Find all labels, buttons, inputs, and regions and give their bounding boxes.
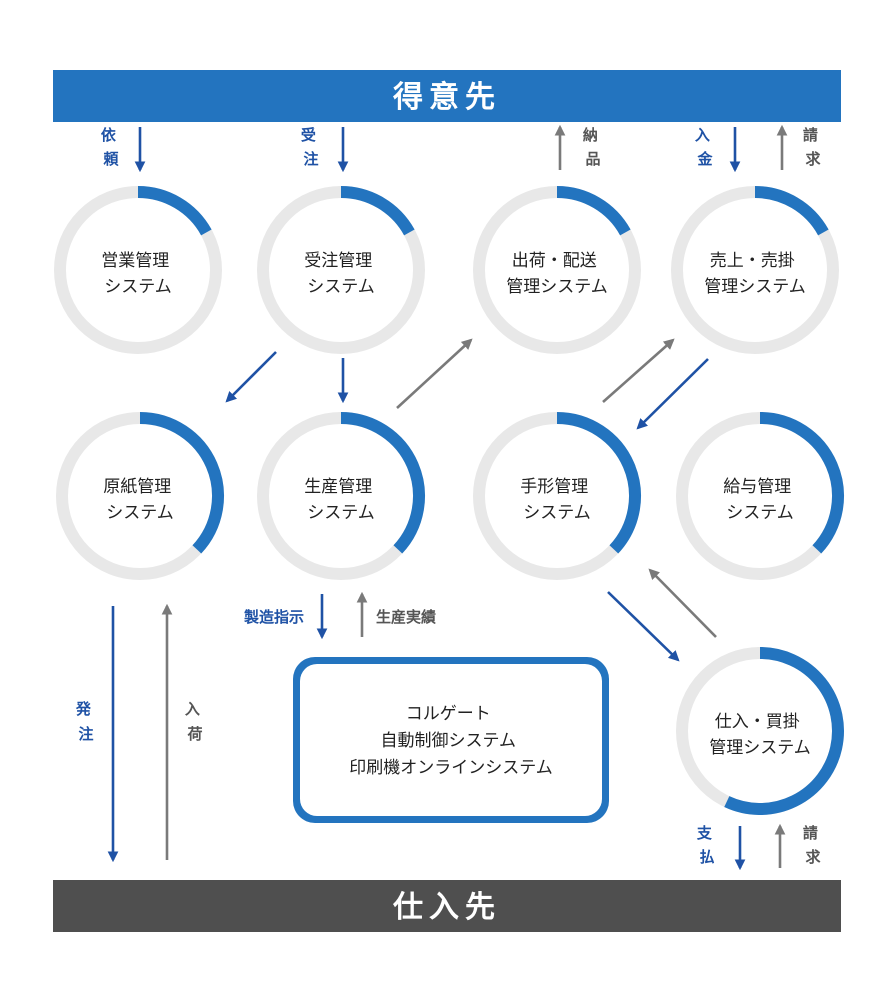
svg-text:給与管理 システム: 給与管理 システム bbox=[723, 477, 796, 523]
svg-text:支 払: 支 払 bbox=[696, 824, 717, 866]
svg-text:請 求: 請 求 bbox=[803, 824, 823, 866]
label-production-results: 生産実績 bbox=[376, 608, 436, 626]
label-manufacturing-instruction: 製造指示 bbox=[243, 608, 304, 626]
progress-arc bbox=[139, 412, 224, 554]
label-invoice-top-char2: 求 bbox=[805, 150, 821, 168]
progress-arc bbox=[759, 412, 844, 554]
progress-arc bbox=[137, 186, 212, 236]
center-box-line2: 自動制御システム bbox=[381, 731, 517, 751]
node-shipping-line2: 管理システム bbox=[506, 277, 608, 297]
label-order-char1: 受 bbox=[301, 126, 316, 144]
svg-text:生産管理 システム: 生産管理 システム bbox=[304, 477, 377, 523]
node-payroll-line1: 給与管理 bbox=[723, 477, 791, 497]
node-shipping-line1: 出荷・配送 bbox=[512, 251, 597, 271]
arrow-purchase-to-bills bbox=[648, 568, 717, 638]
node-purchase-line1: 仕入・買掛 bbox=[715, 712, 800, 732]
node-purchase-management: 仕入・買掛 管理システム bbox=[676, 647, 844, 815]
arrow-production-to-shipping bbox=[396, 338, 473, 409]
svg-text:請 求: 請 求 bbox=[803, 126, 823, 168]
svg-text:手形管理 システム: 手形管理 システム bbox=[520, 477, 593, 523]
node-order-management: 受注管理 システム bbox=[257, 186, 425, 354]
node-sales-ledger-line1: 売上・売掛 bbox=[710, 251, 795, 271]
progress-arc bbox=[340, 186, 415, 236]
label-purchase-order-char1: 発 bbox=[75, 700, 92, 718]
node-sales-management: 営業管理 システム bbox=[54, 186, 222, 354]
label-delivery-char1: 納 bbox=[583, 126, 598, 144]
node-payroll-line2: システム bbox=[726, 503, 794, 523]
label-payment-out-char1: 支 bbox=[696, 824, 713, 842]
arrow-order-to-paper bbox=[225, 351, 277, 403]
svg-text:依 頼: 依 頼 bbox=[101, 126, 121, 168]
center-box-line1: コルゲート bbox=[406, 704, 491, 724]
svg-text:仕入・買掛 管理システム: 仕入・買掛 管理システム bbox=[709, 712, 811, 758]
node-order-line2: システム bbox=[307, 277, 375, 297]
label-request-char1: 依 bbox=[101, 126, 117, 144]
label-request-char2: 頼 bbox=[102, 150, 119, 168]
node-sales-line2: システム bbox=[104, 277, 172, 297]
label-goods-receipt-char1: 入 bbox=[185, 700, 200, 718]
node-shipping-management: 出荷・配送 管理システム bbox=[473, 186, 641, 354]
node-sales-line1: 営業管理 bbox=[101, 251, 169, 271]
svg-text:売上・売掛 管理システム: 売上・売掛 管理システム bbox=[704, 251, 806, 297]
node-bills-line2: システム bbox=[523, 503, 591, 523]
svg-text:納 品: 納 品 bbox=[583, 126, 603, 168]
label-invoice-bottom-char1: 請 bbox=[803, 824, 818, 842]
svg-text:原紙管理 システム: 原紙管理 システム bbox=[103, 477, 176, 523]
customer-bar-label: 得意先 bbox=[392, 80, 501, 115]
arrow-sales-ledger-to-bills bbox=[636, 358, 709, 430]
label-invoice-bottom-char2: 求 bbox=[805, 848, 821, 866]
node-paper-management: 原紙管理 システム bbox=[56, 412, 224, 580]
svg-text:受 注: 受 注 bbox=[301, 126, 321, 168]
svg-text:受注管理 システム: 受注管理 システム bbox=[304, 251, 377, 297]
label-payment-in-char1: 入 bbox=[695, 126, 710, 144]
supplier-bar bbox=[53, 880, 841, 932]
node-bills-management: 手形管理 システム bbox=[473, 412, 641, 580]
svg-text:コルゲート 自動制御システム 印刷機: コルゲート 自動制御システム 印刷機オンラインシステム bbox=[349, 704, 553, 778]
node-sales-ledger-line2: 管理システム bbox=[704, 277, 806, 297]
label-goods-receipt-char2: 荷 bbox=[187, 725, 202, 743]
customer-bar bbox=[53, 70, 841, 122]
label-delivery-char2: 品 bbox=[585, 150, 600, 168]
label-order-char2: 注 bbox=[303, 150, 318, 168]
node-paper-line2: システム bbox=[106, 503, 174, 523]
svg-text:発 注: 発 注 bbox=[75, 700, 96, 743]
label-payment-out-char2: 払 bbox=[699, 848, 714, 866]
node-paper-line1: 原紙管理 bbox=[103, 477, 171, 497]
center-control-box: コルゲート 自動制御システム 印刷機オンラインシステム bbox=[293, 657, 609, 823]
svg-text:出荷・配送 管理システム: 出荷・配送 管理システム bbox=[506, 251, 608, 297]
node-purchase-line2: 管理システム bbox=[709, 738, 811, 758]
progress-arc bbox=[340, 412, 425, 554]
node-bills-line1: 手形管理 bbox=[520, 477, 588, 497]
node-sales-ledger-management: 売上・売掛 管理システム bbox=[671, 186, 839, 354]
progress-arc bbox=[754, 186, 829, 236]
node-production-line1: 生産管理 bbox=[304, 477, 372, 497]
progress-arc bbox=[556, 412, 641, 554]
node-production-management: 生産管理 システム bbox=[257, 412, 425, 580]
node-order-line1: 受注管理 bbox=[304, 251, 372, 271]
label-invoice-top-char1: 請 bbox=[803, 126, 818, 144]
arrow-bills-to-sales-ledger bbox=[602, 338, 675, 403]
svg-text:入 金: 入 金 bbox=[695, 126, 715, 168]
svg-text:営業管理 システム: 営業管理 システム bbox=[101, 251, 174, 297]
arrow-bills-to-purchase bbox=[607, 591, 680, 662]
supplier-bar-label: 仕入先 bbox=[392, 890, 501, 925]
center-box-line3: 印刷機オンラインシステム bbox=[349, 758, 553, 778]
label-payment-in-char2: 金 bbox=[696, 150, 713, 168]
node-payroll-management: 給与管理 システム bbox=[676, 412, 844, 580]
progress-arc bbox=[556, 186, 631, 236]
label-purchase-order-char2: 注 bbox=[78, 725, 93, 743]
node-production-line2: システム bbox=[307, 503, 375, 523]
svg-text:入 荷: 入 荷 bbox=[185, 700, 205, 743]
progress-arc bbox=[724, 647, 844, 815]
